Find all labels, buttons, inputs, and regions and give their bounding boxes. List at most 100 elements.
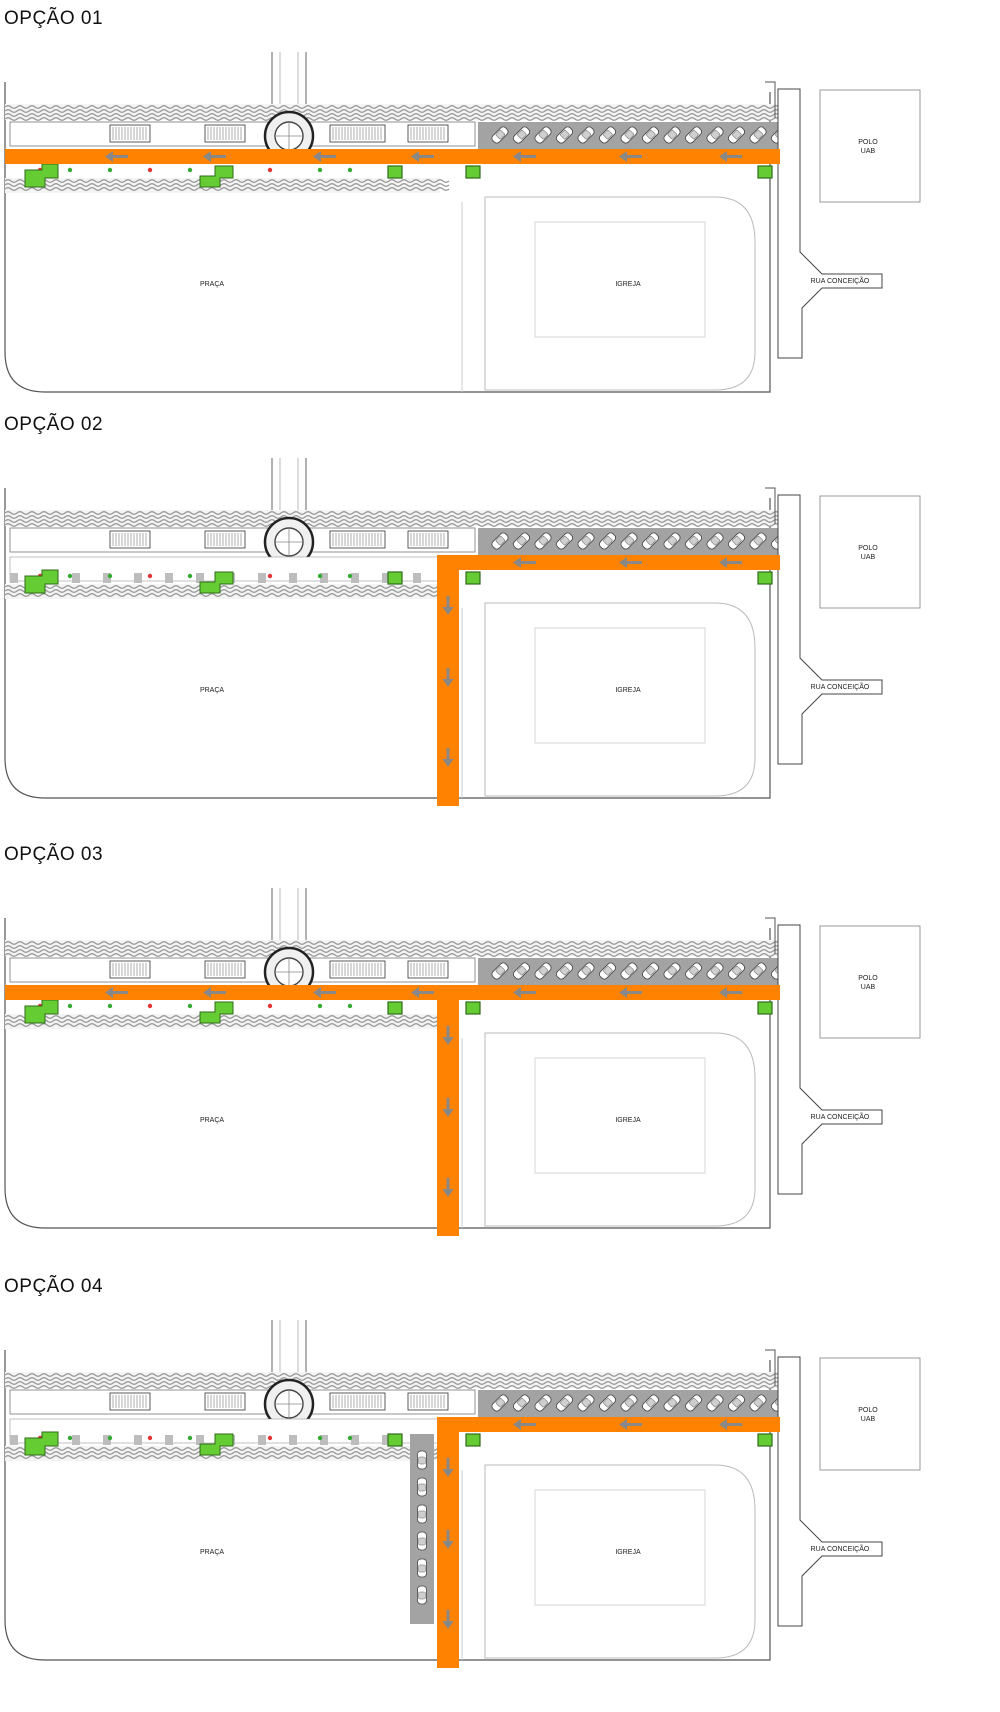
arrow-shaft [320,155,336,158]
car-roof [753,130,763,140]
planter-icon [199,1433,234,1456]
planter-box [465,571,481,585]
arrow-shaft [446,668,450,681]
car-icon [706,126,724,144]
planter-box [757,1001,773,1015]
lamp-dot [147,573,153,579]
arrow-head [442,1189,454,1197]
crosswalk-stripe [382,573,390,583]
car-icon [728,1394,745,1412]
planter-box [387,1001,403,1015]
arrow-head [313,151,321,162]
south-sidewalk [4,1014,450,1029]
crosswalk-stripe [103,573,111,583]
south-sidewalk [4,1446,450,1461]
car-roof [603,1398,613,1408]
crosswalk-stripe [289,573,297,583]
street-lines [279,1320,299,1380]
crosswalk-stripe [10,573,18,583]
pavement-pattern [4,1373,786,1389]
car-icon [620,532,638,550]
parking-area [478,958,788,985]
lamp-dot [107,167,113,173]
arrow-left-icon [619,151,642,162]
car-icon [534,1394,552,1412]
car-icon [599,126,616,144]
planter-box [757,1433,773,1447]
crosswalk-stripe [382,1435,390,1445]
car-roof [732,130,742,140]
planter-icon [757,571,773,585]
church-block [461,602,756,798]
car-roof [667,966,677,976]
crosswalk-stripe [10,1435,18,1445]
planter-icon [387,1001,403,1015]
street-lines [279,458,299,518]
crosswalk-stripe [103,1435,111,1445]
service-strip [9,527,476,553]
car-icon [577,962,595,980]
planter-icon [199,165,234,188]
south-sidewalk [4,178,450,193]
car-icon [577,1394,595,1412]
car-icon [749,532,767,550]
rua-conceicao-label: RUA CONCEIÇÃO [811,1112,870,1121]
arrow-shaft [446,1458,450,1471]
traffic-route [437,555,780,806]
arrow-left-icon [313,987,336,998]
car-roof [418,1483,426,1492]
kiosk-hatch [410,1395,445,1408]
car-roof [624,1398,634,1408]
praca-label: PRAÇA [200,1549,224,1556]
south-sidewalk [4,584,450,599]
arrow-left-icon [719,1419,742,1430]
polo-uab-label: POLO [858,975,878,982]
planter-icon [387,1433,403,1447]
lamp-dot [267,1003,273,1009]
planter-box [757,165,773,179]
polo-uab-building [819,1357,921,1471]
planter-icon [757,1433,773,1447]
crosswalk-stripe [134,573,142,583]
church-lot [484,1032,756,1227]
crosswalk-stripe [413,573,421,583]
option-title: OPÇÃO 02 [4,414,104,435]
car-icon [728,962,745,980]
lamp-dot [107,1003,113,1009]
arrow-left-icon [513,557,536,568]
car-icon [685,962,702,980]
car-icon [417,1585,427,1605]
parking-area [478,528,788,555]
arrow-head [619,557,627,568]
arrow-shaft [520,155,536,158]
car-roof [418,1456,426,1465]
arrow-shaft [626,561,642,564]
roundabout-lines [275,958,303,986]
car-roof [753,536,763,546]
car-icon [534,962,552,980]
arrow-head [442,1621,454,1629]
roundabout-lines [275,528,303,556]
arrow-head [442,1469,454,1477]
car-roof [560,966,570,976]
parking-area [478,1390,788,1417]
car-roof [418,1564,426,1573]
arrow-down-icon [442,596,454,615]
traffic-route [5,985,780,1236]
arrow-head [105,987,113,998]
car-icon [599,962,616,980]
car-icon [642,532,659,550]
planter-box [465,1001,481,1015]
roundabout [263,516,315,568]
car-roof [710,966,720,976]
car-roof [689,1398,699,1408]
kiosk [329,1392,386,1411]
arrow-head [513,1419,521,1430]
arrow-left-icon [313,151,336,162]
arrow-down-icon [442,1530,454,1549]
planter-icon [757,1001,773,1015]
planter-icon [465,1433,481,1447]
kiosk [204,1392,246,1411]
north-sidewalk [4,1372,786,1389]
traffic-route [5,149,780,164]
